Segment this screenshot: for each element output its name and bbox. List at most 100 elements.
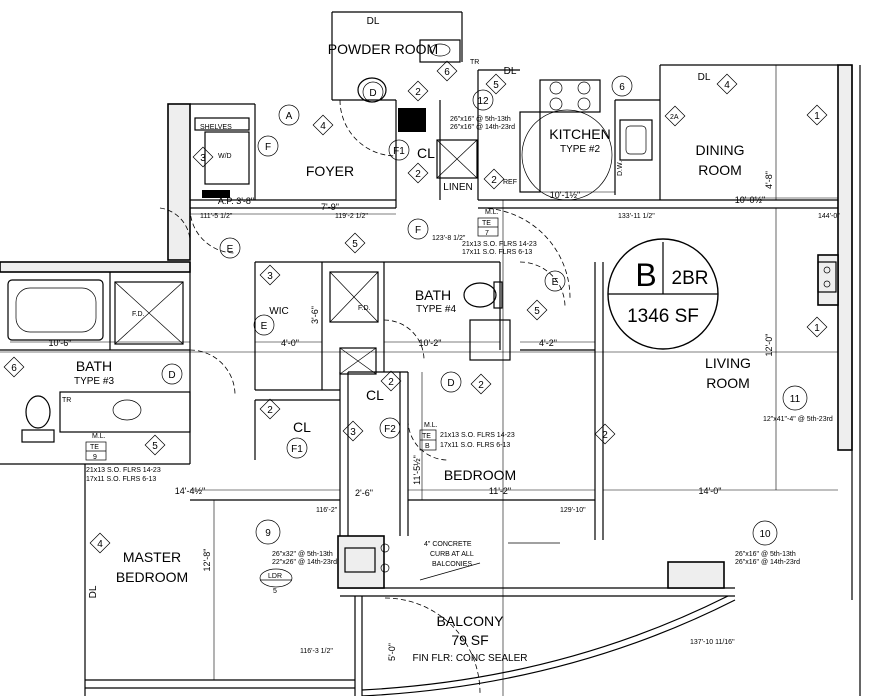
label-living: LIVING xyxy=(705,355,751,371)
so-bath4-1: 21x13 S.O. FLRS 14-23 xyxy=(462,241,537,248)
tag-F2: F2 xyxy=(384,424,396,435)
tag-6-bath3: 6 xyxy=(11,363,17,374)
tag-F-2: F xyxy=(415,225,421,236)
dim-bedroom: 11'-2" xyxy=(489,486,511,496)
tag-2-bedroom: 2 xyxy=(602,430,608,441)
label-kitchen-type: TYPE #2 xyxy=(560,144,600,155)
tag-6-kitchen: 6 xyxy=(619,82,625,93)
dim-bath3: 10'-6" xyxy=(49,338,72,348)
dim-master: 14'-4½" xyxy=(175,486,205,496)
tag-A: A xyxy=(286,111,293,122)
dim-wic-h: 3'-6" xyxy=(310,306,320,324)
tag-2-closet: 2 xyxy=(267,405,273,416)
label-foyer: FOYER xyxy=(306,163,354,179)
bed-win-2: 26"x16" @ 14th-23rd xyxy=(735,559,800,566)
unit-badge: B 2BR 1346 SF xyxy=(607,238,719,350)
dim-cl: 2'-6" xyxy=(355,488,373,498)
so-bed-2: 17x11 S.O. FLRS 6-13 xyxy=(440,442,510,449)
tag-5-bath3: 5 xyxy=(152,441,158,452)
dim-ap: A.P. 3'-8" xyxy=(218,196,254,206)
dim-master-h: 12'-8" xyxy=(202,549,212,572)
note-curb-3: BALCONIES xyxy=(432,561,472,568)
ldr-num: 5 xyxy=(273,588,277,595)
label-dining-room: ROOM xyxy=(698,162,742,178)
unit-area: 1346 SF xyxy=(627,306,699,327)
so-bed-1: 21x13 S.O. FLRS 14-23 xyxy=(440,432,515,439)
tag-2-powder: 2 xyxy=(415,87,421,98)
tag-D-bath3: D xyxy=(168,370,175,381)
tag-dl-dining: DL xyxy=(698,72,711,83)
label-wic: WIC xyxy=(269,306,288,317)
dimension-lines xyxy=(0,65,838,696)
unit-letter: B xyxy=(635,257,656,293)
dim-bath4: 10'-2" xyxy=(419,338,442,348)
label-bath3-type: TYPE #3 xyxy=(74,376,114,387)
note-curb-2: CURB AT ALL xyxy=(430,551,474,558)
tag-1-top: 1 xyxy=(814,111,820,122)
tag-F1-foyer: F1 xyxy=(393,146,405,157)
dim-foyer: 7'-9" xyxy=(321,202,339,212)
label-closet: CL xyxy=(293,419,311,435)
tag-E-2: E xyxy=(261,321,268,332)
tag-4-master: 4 xyxy=(97,539,103,550)
label-dw: D.W. xyxy=(617,161,624,176)
kitchen-win-1: 26"x16" @ 5th-13th xyxy=(450,116,511,123)
tag-D-powder: D xyxy=(369,88,376,99)
tag-6-powder: 6 xyxy=(444,67,450,78)
teB-num: B xyxy=(425,443,430,450)
exterior-walls xyxy=(0,11,861,696)
tag-5-bath4: 5 xyxy=(534,306,540,317)
kitchen-win-2: 26"x16" @ 14th-23rd xyxy=(450,124,515,131)
te9-ml: M.L. xyxy=(92,433,106,440)
label-bath4-type: TYPE #4 xyxy=(416,304,456,315)
teB-te: TE xyxy=(422,433,431,440)
elev-123: 123'-8 1/2" xyxy=(432,235,466,242)
ldr-label: LDR xyxy=(268,573,282,580)
so-bath4-2: 17x11 S.O. FLRS 6-13 xyxy=(462,249,532,256)
label-master-bedroom: BEDROOM xyxy=(116,569,188,585)
tag-5-hall: 5 xyxy=(352,239,358,250)
dim-kitchen: 10'-1½" xyxy=(550,190,580,200)
dim-balc: 5'-0" xyxy=(387,643,397,661)
label-linen: LINEN xyxy=(443,182,472,193)
tag-2-linen: 2 xyxy=(415,169,421,180)
tag-F-1: F xyxy=(265,142,271,153)
tag-E-3: E xyxy=(552,277,559,288)
tag-4-foyer: 4 xyxy=(320,121,326,132)
elev-137: 137'-10 11/16" xyxy=(690,639,735,646)
note-curb-1: 4" CONCRETE xyxy=(424,541,472,548)
label-living-room: ROOM xyxy=(706,375,750,391)
label-ref: REF xyxy=(503,179,517,186)
label-closet-2: CL xyxy=(417,145,435,161)
tag-3-wic: 3 xyxy=(267,271,273,282)
so-bath3-2: 17x11 S.O. FLRS 6-13 xyxy=(86,476,156,483)
room-labels: POWDER ROOM FOYER KITCHEN TYPE #2 DINING… xyxy=(74,41,751,664)
te7-ml: M.L. xyxy=(485,209,499,216)
dim-hall: 4'-2" xyxy=(539,338,557,348)
te9-te: TE xyxy=(90,444,99,451)
elev-129: 129'-10" xyxy=(560,507,586,514)
tag-tr-bath3: TR xyxy=(62,397,71,404)
tag-dl-powder: DL xyxy=(367,16,380,27)
door-swings xyxy=(159,99,613,694)
elev-116b: 116'-3 1/2" xyxy=(300,648,333,655)
tag-12: 12 xyxy=(477,96,489,107)
label-bedroom: BEDROOM xyxy=(444,467,516,483)
tag-4-dining: 4 xyxy=(724,80,730,91)
tag-D-bedroom: D xyxy=(447,378,454,389)
tag-tr-powder: TR xyxy=(470,59,479,66)
teB-ml: M.L. xyxy=(424,422,438,429)
tag-E-1: E xyxy=(227,244,234,255)
dim-dining: 10'-0½" xyxy=(735,195,765,205)
dim-bedroom-h: 11'-5½" xyxy=(412,455,422,485)
dim-living: 14'-0" xyxy=(699,486,722,496)
fixtures xyxy=(7,39,837,573)
tag-2-ref: 2 xyxy=(491,175,497,186)
label-closet-3: CL xyxy=(366,387,384,403)
label-master: MASTER xyxy=(123,549,181,565)
unit-type: 2BR xyxy=(672,268,709,289)
bed-win-1: 26"x16" @ 5th-13th xyxy=(735,551,796,558)
notes: 4" CONCRETE CURB AT ALL BALCONIES M.L. T… xyxy=(85,116,833,595)
te7-num: 7 xyxy=(485,230,489,237)
tag-11: 11 xyxy=(790,394,801,405)
